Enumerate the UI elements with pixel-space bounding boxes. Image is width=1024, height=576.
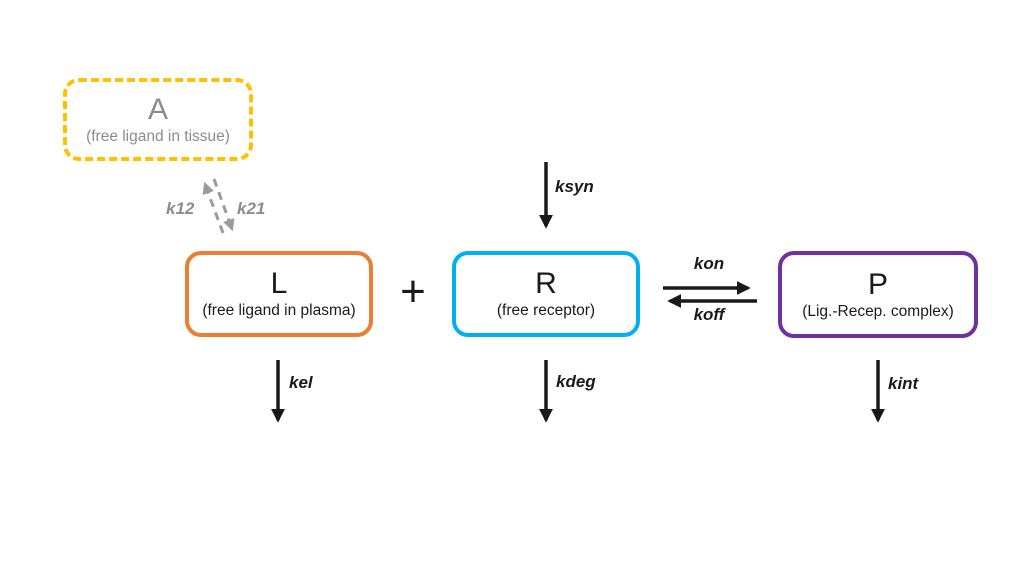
compartment-L: L (free ligand in plasma)	[185, 251, 373, 337]
compartment-P-label: P	[867, 267, 888, 301]
compartment-A: A (free ligand in tissue)	[63, 78, 253, 161]
compartment-L-sublabel: (free ligand in plasma)	[202, 302, 356, 320]
compartment-A-sublabel: (free ligand in tissue)	[86, 127, 230, 145]
k21-label: k21	[237, 199, 266, 218]
kint-label: kint	[888, 374, 919, 393]
compartment-R-label: R	[535, 267, 557, 301]
k21-arrow	[212, 178, 235, 232]
compartment-L-label: L	[270, 267, 288, 301]
compartment-R-sublabel: (free receptor)	[496, 302, 596, 320]
plus-operator: +	[400, 267, 426, 316]
compartment-P: P (Lig.-Recep. complex)	[778, 251, 978, 338]
compartment-A-label: A	[147, 92, 168, 126]
compartment-R: R (free receptor)	[452, 251, 640, 337]
kel-label: kel	[289, 373, 313, 392]
k12-label: k12	[166, 199, 195, 218]
k12-arrow	[202, 181, 225, 234]
kon-label: kon	[693, 254, 725, 273]
compartment-P-sublabel: (Lig.-Recep. complex)	[802, 302, 954, 320]
kdeg-label: kdeg	[556, 372, 596, 391]
koff-label: koff	[693, 305, 725, 324]
ksyn-label: ksyn	[555, 177, 594, 196]
